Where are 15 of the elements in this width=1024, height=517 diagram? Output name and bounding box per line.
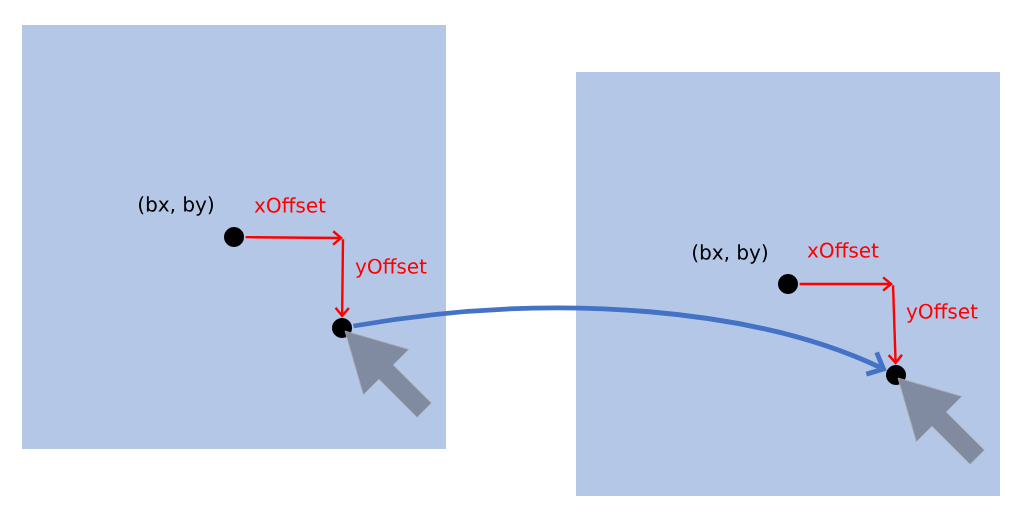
edge-label: yOffset <box>355 258 427 278</box>
edge-label: yOffset <box>906 303 978 323</box>
point-dot <box>778 274 798 294</box>
coordinate-label: (bx, by) <box>139 196 213 216</box>
offset-arrow <box>799 276 893 292</box>
coordinate-label: (bx, by) <box>693 244 767 264</box>
panel <box>22 25 446 449</box>
edge-label: xOffset <box>807 242 879 258</box>
offset-arrow <box>245 230 343 246</box>
offset-arrow <box>334 239 350 318</box>
panel <box>576 72 1000 496</box>
point-dot <box>224 227 244 247</box>
edge-label: xOffset <box>254 197 326 213</box>
offset-arrow <box>887 285 903 365</box>
curved-arrow <box>353 305 887 377</box>
